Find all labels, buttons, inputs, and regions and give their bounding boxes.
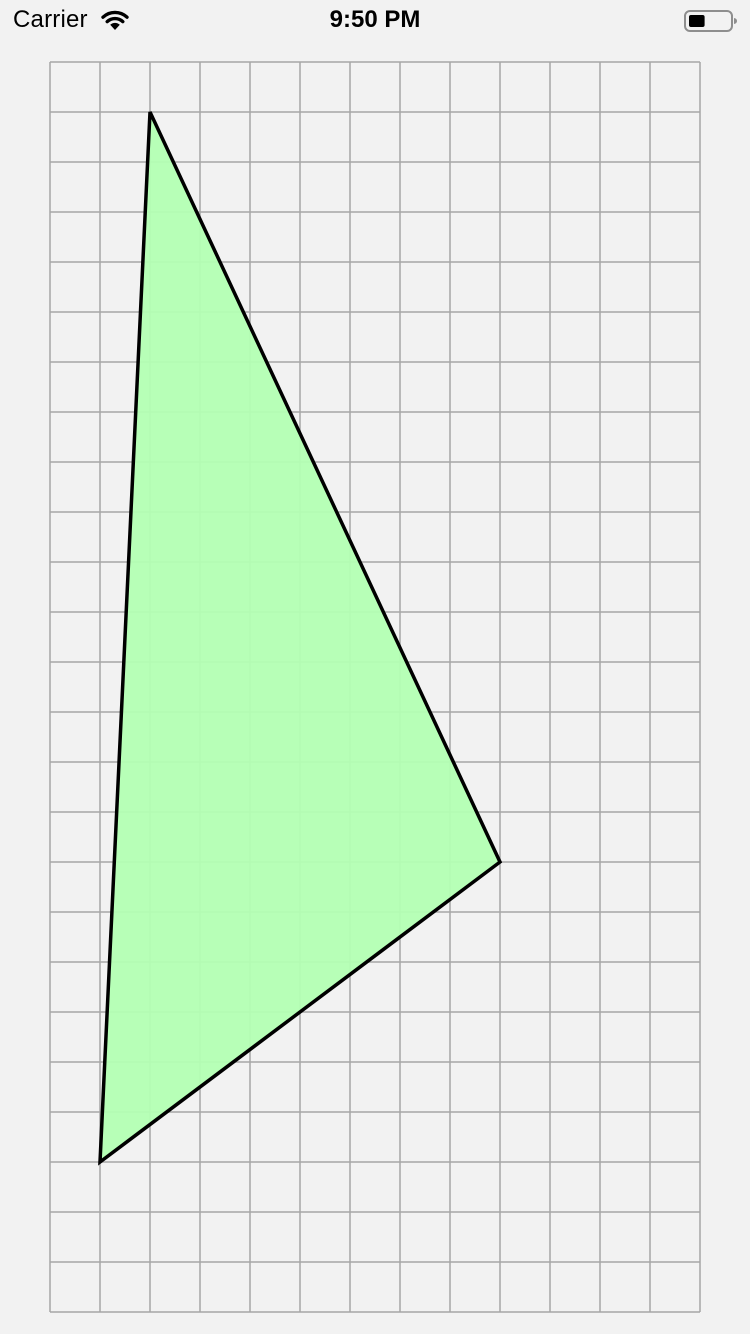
battery-icon (684, 10, 737, 32)
status-time: 9:50 PM (329, 6, 421, 33)
triangle-shape[interactable] (98, 111, 503, 1166)
carrier-label: Carrier (13, 6, 88, 33)
status-bar: Carrier 9:50 PM (0, 0, 750, 40)
battery-level (689, 15, 705, 27)
wifi-icon (101, 10, 129, 30)
